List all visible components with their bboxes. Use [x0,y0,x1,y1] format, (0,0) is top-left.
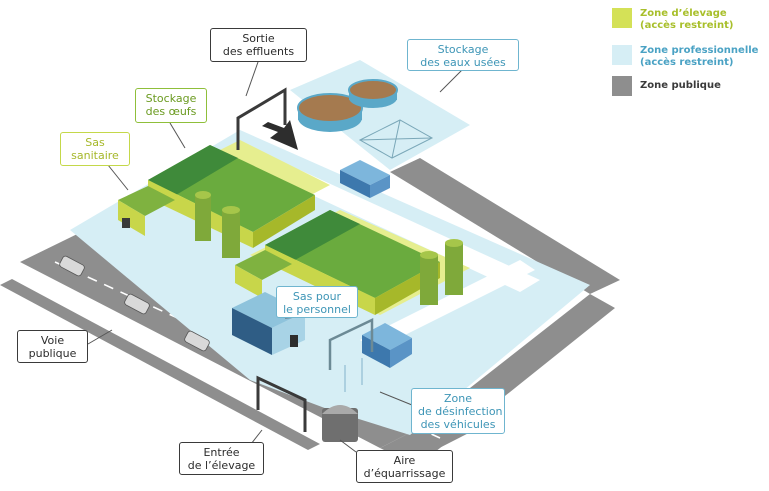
legend-line: (accès restreint) [640,20,734,31]
legend-text: Zone professionnelle (accès restreint) [640,45,758,69]
label-line: d’équarrissage [363,467,446,480]
label-line: Sortie [242,32,275,45]
entry-gate [256,375,307,432]
label-line: Stockage [145,92,197,105]
rendering-bin [322,405,358,442]
truck-lower [362,323,412,368]
label-line: publique [28,347,77,360]
label-line: le personnel [283,303,351,316]
wastewater-tanks [297,79,434,159]
label-line: de désinfection [418,405,503,418]
label-line: Aire [393,454,416,467]
label-line: des eaux usées [420,56,506,69]
label-line: des véhicules [420,418,496,431]
legend-text: Zone d’élevage (accès restreint) [640,8,733,32]
label-wastewater-storage: Stockage des eaux usées [407,39,519,71]
label-sanitary-airlock: Sas sanitaire [60,132,130,166]
effluent-exit-gate [236,87,298,150]
label-public-road: Voie publique [17,330,88,363]
label-staff-airlock: Sas pour le personnel [276,286,358,318]
label-line: Stockage [437,43,489,56]
legend-line: Zone publique [640,80,721,91]
legend-text: Zone publique [640,80,721,92]
legend-swatch [612,76,632,96]
legend-line: Zone d’élevage [640,8,727,19]
label-farm-entrance: Entrée de l’élevage [179,442,264,475]
label-line: Entrée [203,446,240,459]
barn-upper [118,145,315,258]
disinfection-arch [328,318,374,392]
staff-building [232,292,305,355]
legend-swatch [612,8,632,28]
legend-line: Zone professionnelle [640,45,759,56]
legend-line: (accès restreint) [640,57,734,68]
label-rendering-area: Aire d’équarrissage [356,450,453,483]
label-line: des œufs [145,105,197,118]
label-effluent-exit: Sortie des effluents [210,28,307,62]
cars [59,255,210,352]
label-vehicle-disinfection: Zone de désinfection des véhicules [411,388,505,434]
label-line: Voie [40,334,65,347]
label-line: des effluents [222,45,295,58]
label-line: Zone [443,392,472,405]
label-line: Sas pour [292,290,342,303]
label-line: Sas [85,136,105,149]
legend-swatch [612,45,632,65]
truck-upper [340,160,390,198]
label-egg-storage: Stockage des œufs [135,88,207,123]
label-line: de l’élevage [187,459,256,472]
label-line: sanitaire [71,149,119,162]
